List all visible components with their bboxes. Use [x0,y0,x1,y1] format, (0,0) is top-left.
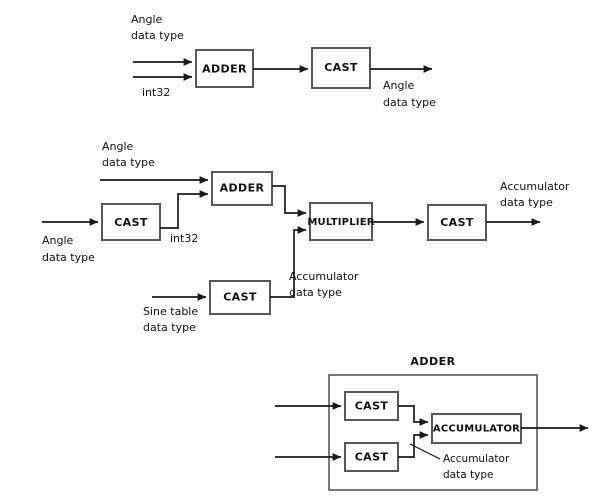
label-mid-cast-in-line2: data type [42,251,95,264]
label-bottom-accum-line2: data type [443,469,493,481]
wire-mid-sine-to-multiplier [270,226,307,298]
block-mid-cast-left[interactable] [101,203,161,241]
label-mid-adder-in-line1: Angle [102,140,134,153]
wire-mid-adder-to-multiplier [272,185,307,217]
label-mid-int32: int32 [170,232,198,245]
label-bottom-accum-line1: Accumulator [443,453,510,465]
block-mid-adder-label: ADDER [220,182,265,195]
block-mid-cast-right-label: CAST [440,216,474,229]
block-mid-cast-left-label: CAST [114,216,148,229]
block-top-adder-label: ADDER [202,63,247,76]
block-bottom-cast-bottom[interactable] [344,442,399,472]
label-mid-out-line2: data type [500,196,553,209]
wire-bottom-cast-top-to-accumulator [398,405,429,426]
block-mid-adder[interactable] [211,171,273,206]
block-mid-multiplier-label: MULTIPLIER [307,217,374,228]
label-mid-adder-in-line2: data type [102,156,155,169]
block-mid-cast-right[interactable] [427,204,487,241]
label-mid-cast-in-line1: Angle [42,234,74,247]
label-mid-out-line1: Accumulator [500,180,570,193]
label-top-input1-line2: data type [131,29,184,42]
block-top-cast-label: CAST [324,61,358,74]
block-bottom-accumulator[interactable] [431,413,522,444]
section-top: ADDER CAST Angle data type int32 Angle d… [131,13,436,109]
block-top-cast[interactable] [311,47,371,89]
block-mid-cast-sine[interactable] [209,280,271,315]
label-top-output-line1: Angle [383,79,415,92]
block-mid-cast-sine-label: CAST [223,291,257,304]
label-top-output-line2: data type [383,96,436,109]
section-middle: CAST ADDER CAST MULTIPLIER CAST [42,140,570,334]
section-bottom: ADDER CAST CAST ACCUMULATOR [275,355,589,491]
label-mid-sine-in-line2: data type [143,321,196,334]
block-bottom-accumulator-label: ACCUMULATOR [433,424,520,435]
wire-mid-cast-to-adder [160,190,209,229]
label-top-input1-line1: Angle [131,13,163,26]
label-mid-sine-in-line1: Sine table [143,305,198,318]
block-bottom-cast-bottom-label: CAST [355,451,389,464]
block-bottom-cast-top-label: CAST [355,400,389,413]
group-title-adder: ADDER [410,355,455,368]
label-mid-accum-line1: Accumulator [289,270,359,283]
block-bottom-cast-top[interactable] [344,391,399,421]
label-top-input2: int32 [142,86,170,99]
block-mid-multiplier[interactable] [309,202,373,241]
leader-bottom-accum-annotation [409,443,441,460]
label-mid-accum-line2: data type [289,286,342,299]
